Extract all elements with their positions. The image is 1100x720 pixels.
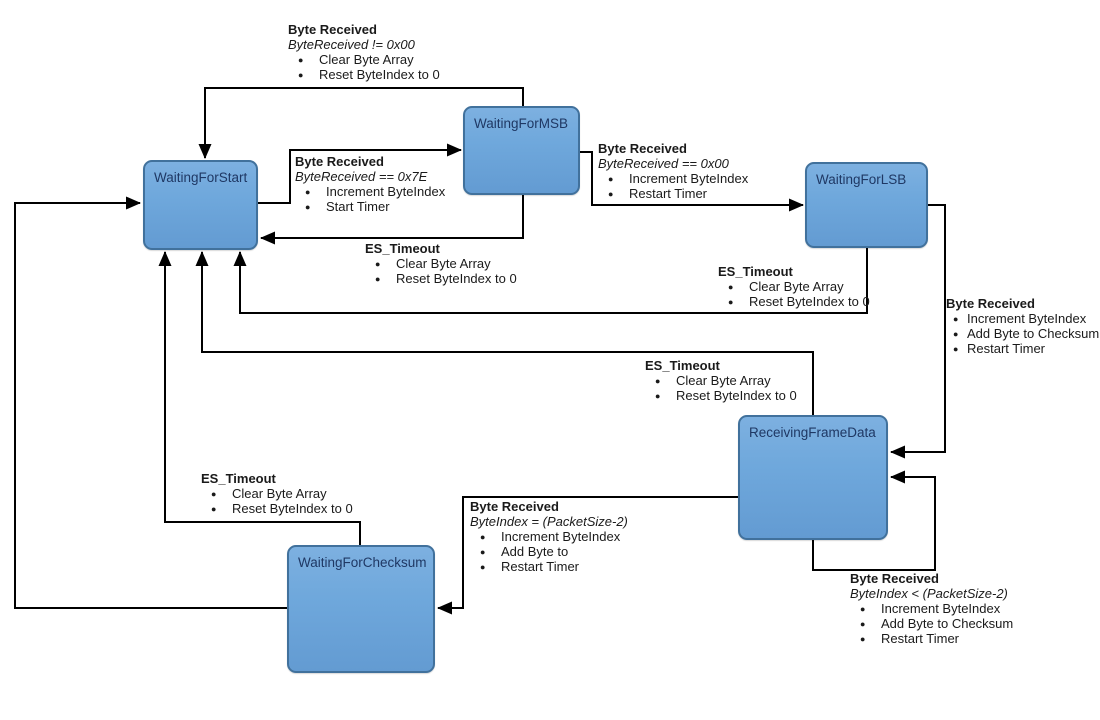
label-rfd-self-loop: Byte Received ByteIndex < (PacketSize-2)… [850,571,1013,647]
transition-action: Add Byte to [470,544,628,560]
transition-action: Increment ByteIndex [598,171,748,187]
transition-event: ES_Timeout [645,358,720,373]
label-rfd-to-checksum: Byte Received ByteIndex = (PacketSize-2)… [470,499,628,575]
arrow-checksum-to-start-timeout [158,251,361,545]
transition-action: Clear Byte Array [201,486,353,502]
arrow-rfd-self-loop [812,470,936,571]
transition-condition: ByteReceived == 0x7E [295,169,428,184]
label-rfd-to-start-timeout: ES_Timeout Clear Byte Array Reset ByteIn… [645,358,797,404]
label-lsb-to-rfd: Byte Received Increment ByteIndex Add By… [946,296,1099,357]
label-msb-to-start-invalid: Byte Received ByteReceived != 0x00 Clear… [288,22,440,83]
transition-action: Reset ByteIndex to 0 [201,501,353,517]
transition-event: Byte Received [598,141,687,156]
transition-event: ES_Timeout [201,471,276,486]
transition-event: ES_Timeout [365,241,440,256]
arrow-rfd-to-start-timeout [195,251,814,415]
arrow-msb-to-start-invalid [198,87,524,159]
label-checksum-to-start-timeout: ES_Timeout Clear Byte Array Reset ByteIn… [201,471,353,517]
state-name: ReceivingFrameData [749,425,876,440]
transition-action: Increment ByteIndex [946,311,1099,327]
state-waitingformsb: WaitingForMSB [463,106,580,195]
transition-action: Add Byte to Checksum [850,616,1013,632]
transition-action: Clear Byte Array [365,256,517,272]
transition-action: Add Byte to Checksum [946,326,1099,342]
state-name: WaitingForStart [154,170,248,185]
transition-condition: ByteReceived == 0x00 [598,156,729,171]
arrow-msb-to-start-timeout [260,195,524,245]
state-name: WaitingForMSB [474,116,569,131]
transition-action: Increment ByteIndex [470,529,628,545]
state-name: WaitingForLSB [816,172,907,187]
label-msb-to-start-timeout: ES_Timeout Clear Byte Array Reset ByteIn… [365,241,517,287]
transition-event: Byte Received [288,22,377,37]
transition-action: Reset ByteIndex to 0 [365,271,517,287]
transition-event: Byte Received [470,499,559,514]
transition-action: Reset ByteIndex to 0 [645,388,797,404]
transition-action: Clear Byte Array [288,52,440,68]
transition-condition: ByteIndex < (PacketSize-2) [850,586,1008,601]
state-name: WaitingForChecksum [298,555,427,570]
transition-action: Clear Byte Array [718,279,870,295]
transition-event: Byte Received [850,571,939,586]
transition-action: Restart Timer [470,559,628,575]
transition-condition: ByteReceived != 0x00 [288,37,415,52]
arrow-checksum-to-start [14,196,287,609]
transition-action: Increment ByteIndex [295,184,445,200]
transition-action: Reset ByteIndex to 0 [288,67,440,83]
arrow-start-to-msb [258,143,462,204]
transition-event: Byte Received [946,296,1035,311]
label-start-to-msb: Byte Received ByteReceived == 0x7E Incre… [295,154,445,215]
transition-event: Byte Received [295,154,384,169]
transition-action: Restart Timer [598,186,748,202]
arrow-rfd-to-checksum [437,496,738,615]
transition-action: Restart Timer [850,631,1013,647]
transition-action: Increment ByteIndex [850,601,1013,617]
state-waitingforchecksum: WaitingForChecksum [287,545,435,673]
state-receivingframedata: ReceivingFrameData [738,415,888,540]
state-waitingforstart: WaitingForStart [143,160,258,250]
arrow-msb-to-lsb [580,151,804,212]
transition-event: ES_Timeout [718,264,793,279]
state-waitingforlsb: WaitingForLSB [805,162,928,248]
transition-action: Restart Timer [946,341,1099,357]
arrow-lsb-to-rfd [890,204,946,459]
transition-condition: ByteIndex = (PacketSize-2) [470,514,628,529]
label-msb-to-lsb: Byte Received ByteReceived == 0x00 Incre… [598,141,748,202]
transition-action: Start Timer [295,199,445,215]
transition-action: Reset ByteIndex to 0 [718,294,870,310]
label-lsb-to-start-timeout: ES_Timeout Clear Byte Array Reset ByteIn… [718,264,870,310]
transition-action: Clear Byte Array [645,373,797,389]
